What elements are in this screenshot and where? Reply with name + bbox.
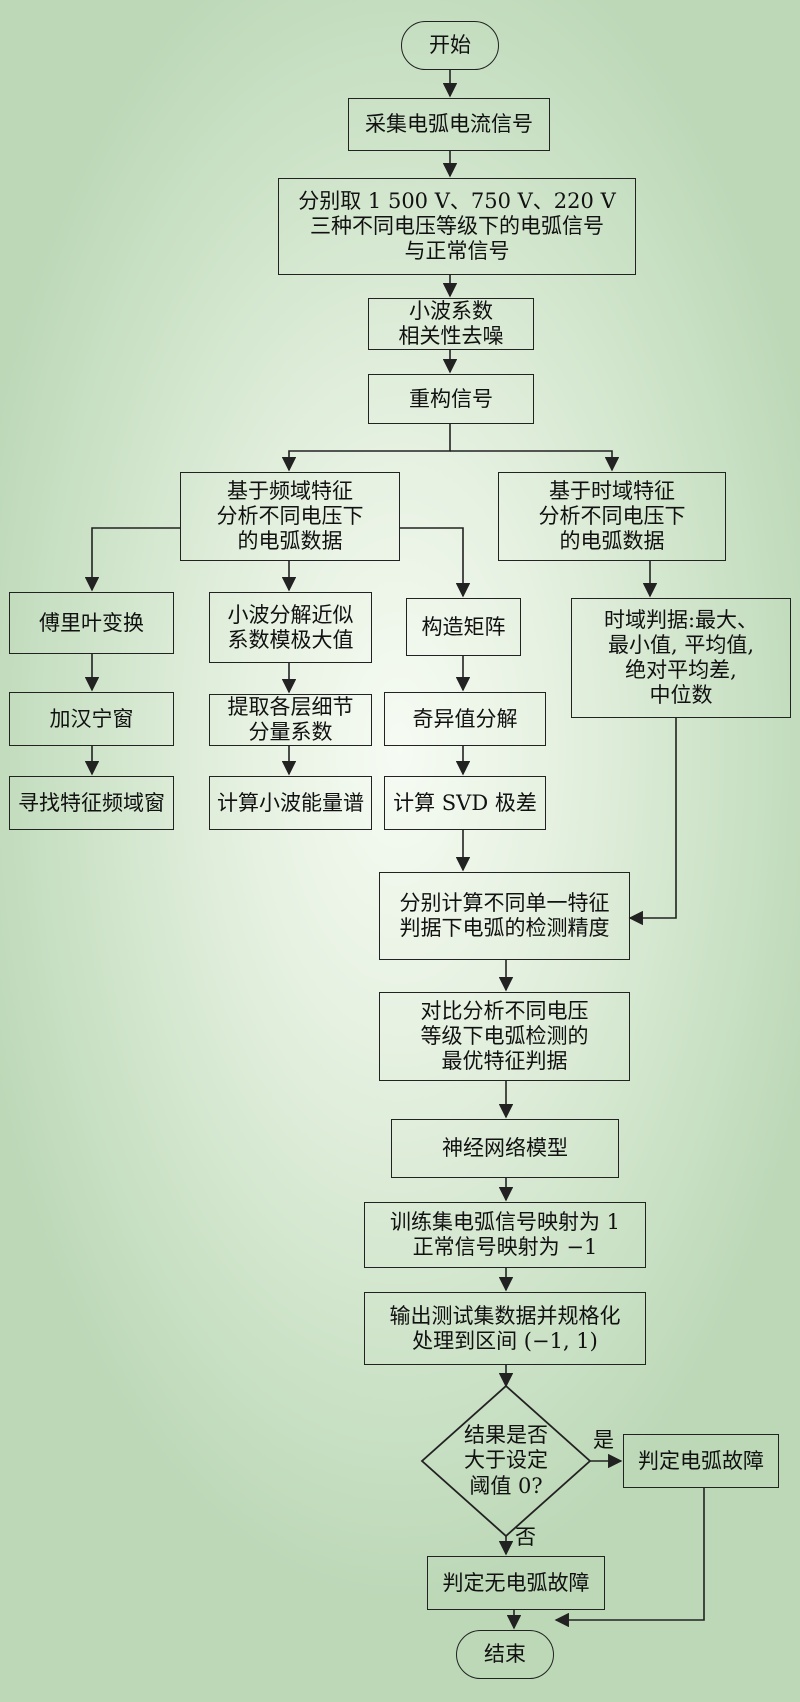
svd-range-step: 计算 SVD 极差 (384, 776, 546, 830)
fourier-step: 傅里叶变换 (9, 592, 174, 654)
hanning-step: 加汉宁窗 (9, 692, 174, 746)
time-analysis-step: 基于时域特征 分析不同电压下 的电弧数据 (498, 472, 726, 561)
nn-model-step: 神经网络模型 (391, 1119, 619, 1178)
freq-analysis-step: 基于频域特征 分析不同电压下 的电弧数据 (180, 472, 400, 561)
output-step: 输出测试集数据并规格化 处理到区间 (−1, 1) (364, 1292, 646, 1365)
select-voltage-step: 分别取 1 500 V、750 V、220 V 三种不同电压等级下的电弧信号 与… (278, 178, 636, 275)
denoise-step: 小波系数 相关性去噪 (368, 298, 534, 350)
accuracy-step: 分别计算不同单一特征 判据下电弧的检测精度 (379, 872, 630, 960)
wavelet-energy-step: 计算小波能量谱 (209, 776, 372, 830)
extract-detail-step: 提取各层细节 分量系数 (209, 694, 372, 746)
reconstruct-step: 重构信号 (368, 374, 534, 424)
edge-reconstruct-split (281, 424, 451, 472)
compare-step: 对比分析不同电压 等级下电弧检测的 最优特征判据 (379, 992, 630, 1081)
edge-fault-end (554, 1488, 705, 1628)
decision-label: 结果是否 大于设定 阈值 0? (464, 1423, 548, 1498)
matrix-step: 构造矩阵 (406, 598, 521, 656)
svd-step: 奇异值分解 (384, 692, 546, 746)
no-arc-fault-result: 判定无电弧故障 (427, 1556, 605, 1610)
time-criteria-step: 时域判据:最大、 最小值, 平均值, 绝对平均差, 中位数 (571, 598, 791, 718)
wavelet-max-step: 小波分解近似 系数模极大值 (209, 592, 372, 663)
edge-criteria-accuracy (628, 718, 677, 926)
edge-freq-matrix (400, 527, 471, 598)
end-node: 结束 (456, 1630, 554, 1679)
edge-split-time (450, 450, 620, 472)
training-step: 训练集电弧信号映射为 1 正常信号映射为 −1 (364, 1202, 646, 1268)
no-edge-label: 否 (515, 1525, 536, 1549)
start-node: 开始 (401, 21, 499, 70)
yes-edge-label: 是 (593, 1428, 614, 1452)
arc-fault-result: 判定电弧故障 (623, 1434, 779, 1488)
decision-diamond (420, 1384, 592, 1538)
find-window-step: 寻找特征频域窗 (9, 776, 174, 830)
edge-freq-fourier (84, 527, 180, 592)
collect-signal-step: 采集电弧电流信号 (348, 98, 550, 151)
